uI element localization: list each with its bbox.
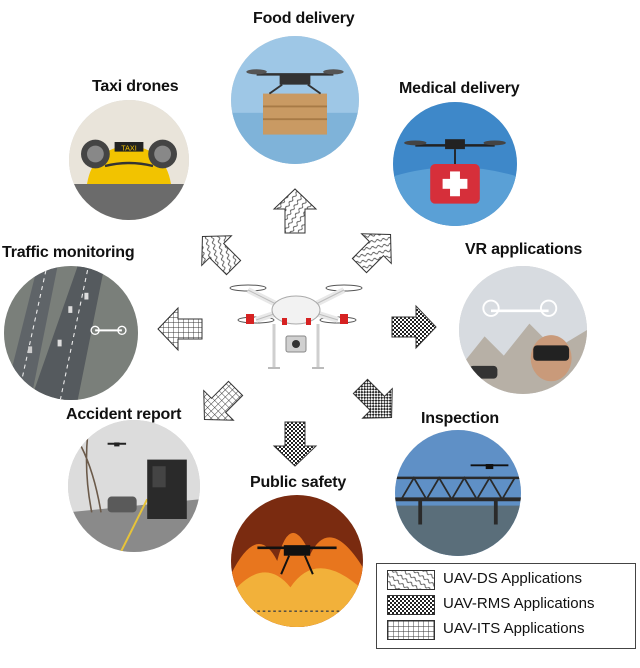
legend-item-uav-its: UAV-ITS Applications (387, 618, 632, 642)
legend-label-uav-its: UAV-ITS Applications (443, 620, 585, 637)
taxi-drones-image: TAXI (69, 100, 189, 220)
arrow-to-traffic-monitoring (156, 305, 204, 353)
legend-label-uav-ds: UAV-DS Applications (443, 570, 582, 587)
legend-swatch-ds (387, 570, 435, 590)
label-vr-applications: VR applications (465, 241, 583, 258)
arrow-to-public-safety (271, 420, 319, 468)
label-food-delivery: Food delivery (253, 10, 355, 27)
legend-label-uav-rms: UAV-RMS Applications (443, 595, 595, 612)
legend-item-uav-ds: UAV-DS Applications (387, 568, 632, 592)
accident-report-image (68, 420, 200, 552)
legend: UAV-DS Applications UAV-RMS Applications… (376, 563, 636, 649)
public-safety-image (231, 495, 363, 627)
label-taxi-drones: Taxi drones (92, 78, 179, 95)
label-inspection: Inspection (421, 410, 500, 427)
legend-swatch-rms (387, 595, 435, 615)
vr-applications-image (459, 266, 587, 394)
legend-swatch-its (387, 620, 435, 640)
central-drone-image (228, 278, 364, 380)
label-traffic-monitoring: Traffic monitoring (2, 244, 135, 261)
arrow-to-inspection (352, 378, 400, 426)
legend-item-uav-rms: UAV-RMS Applications (387, 593, 632, 617)
label-medical-delivery: Medical delivery (399, 80, 520, 97)
food-delivery-image (231, 36, 359, 164)
svg-text:TAXI: TAXI (121, 143, 136, 152)
label-accident-report: Accident report (66, 406, 182, 423)
arrow-to-vr-applications (390, 303, 438, 351)
arrow-to-food-delivery (271, 187, 319, 235)
traffic-monitoring-image (4, 266, 138, 400)
arrow-to-taxi-drones (194, 228, 242, 276)
label-public-safety: Public safety (250, 474, 347, 491)
arrow-to-medical-delivery (351, 226, 399, 274)
medical-delivery-image (393, 102, 517, 226)
inspection-image (395, 430, 521, 556)
arrow-to-accident-report (196, 380, 244, 428)
